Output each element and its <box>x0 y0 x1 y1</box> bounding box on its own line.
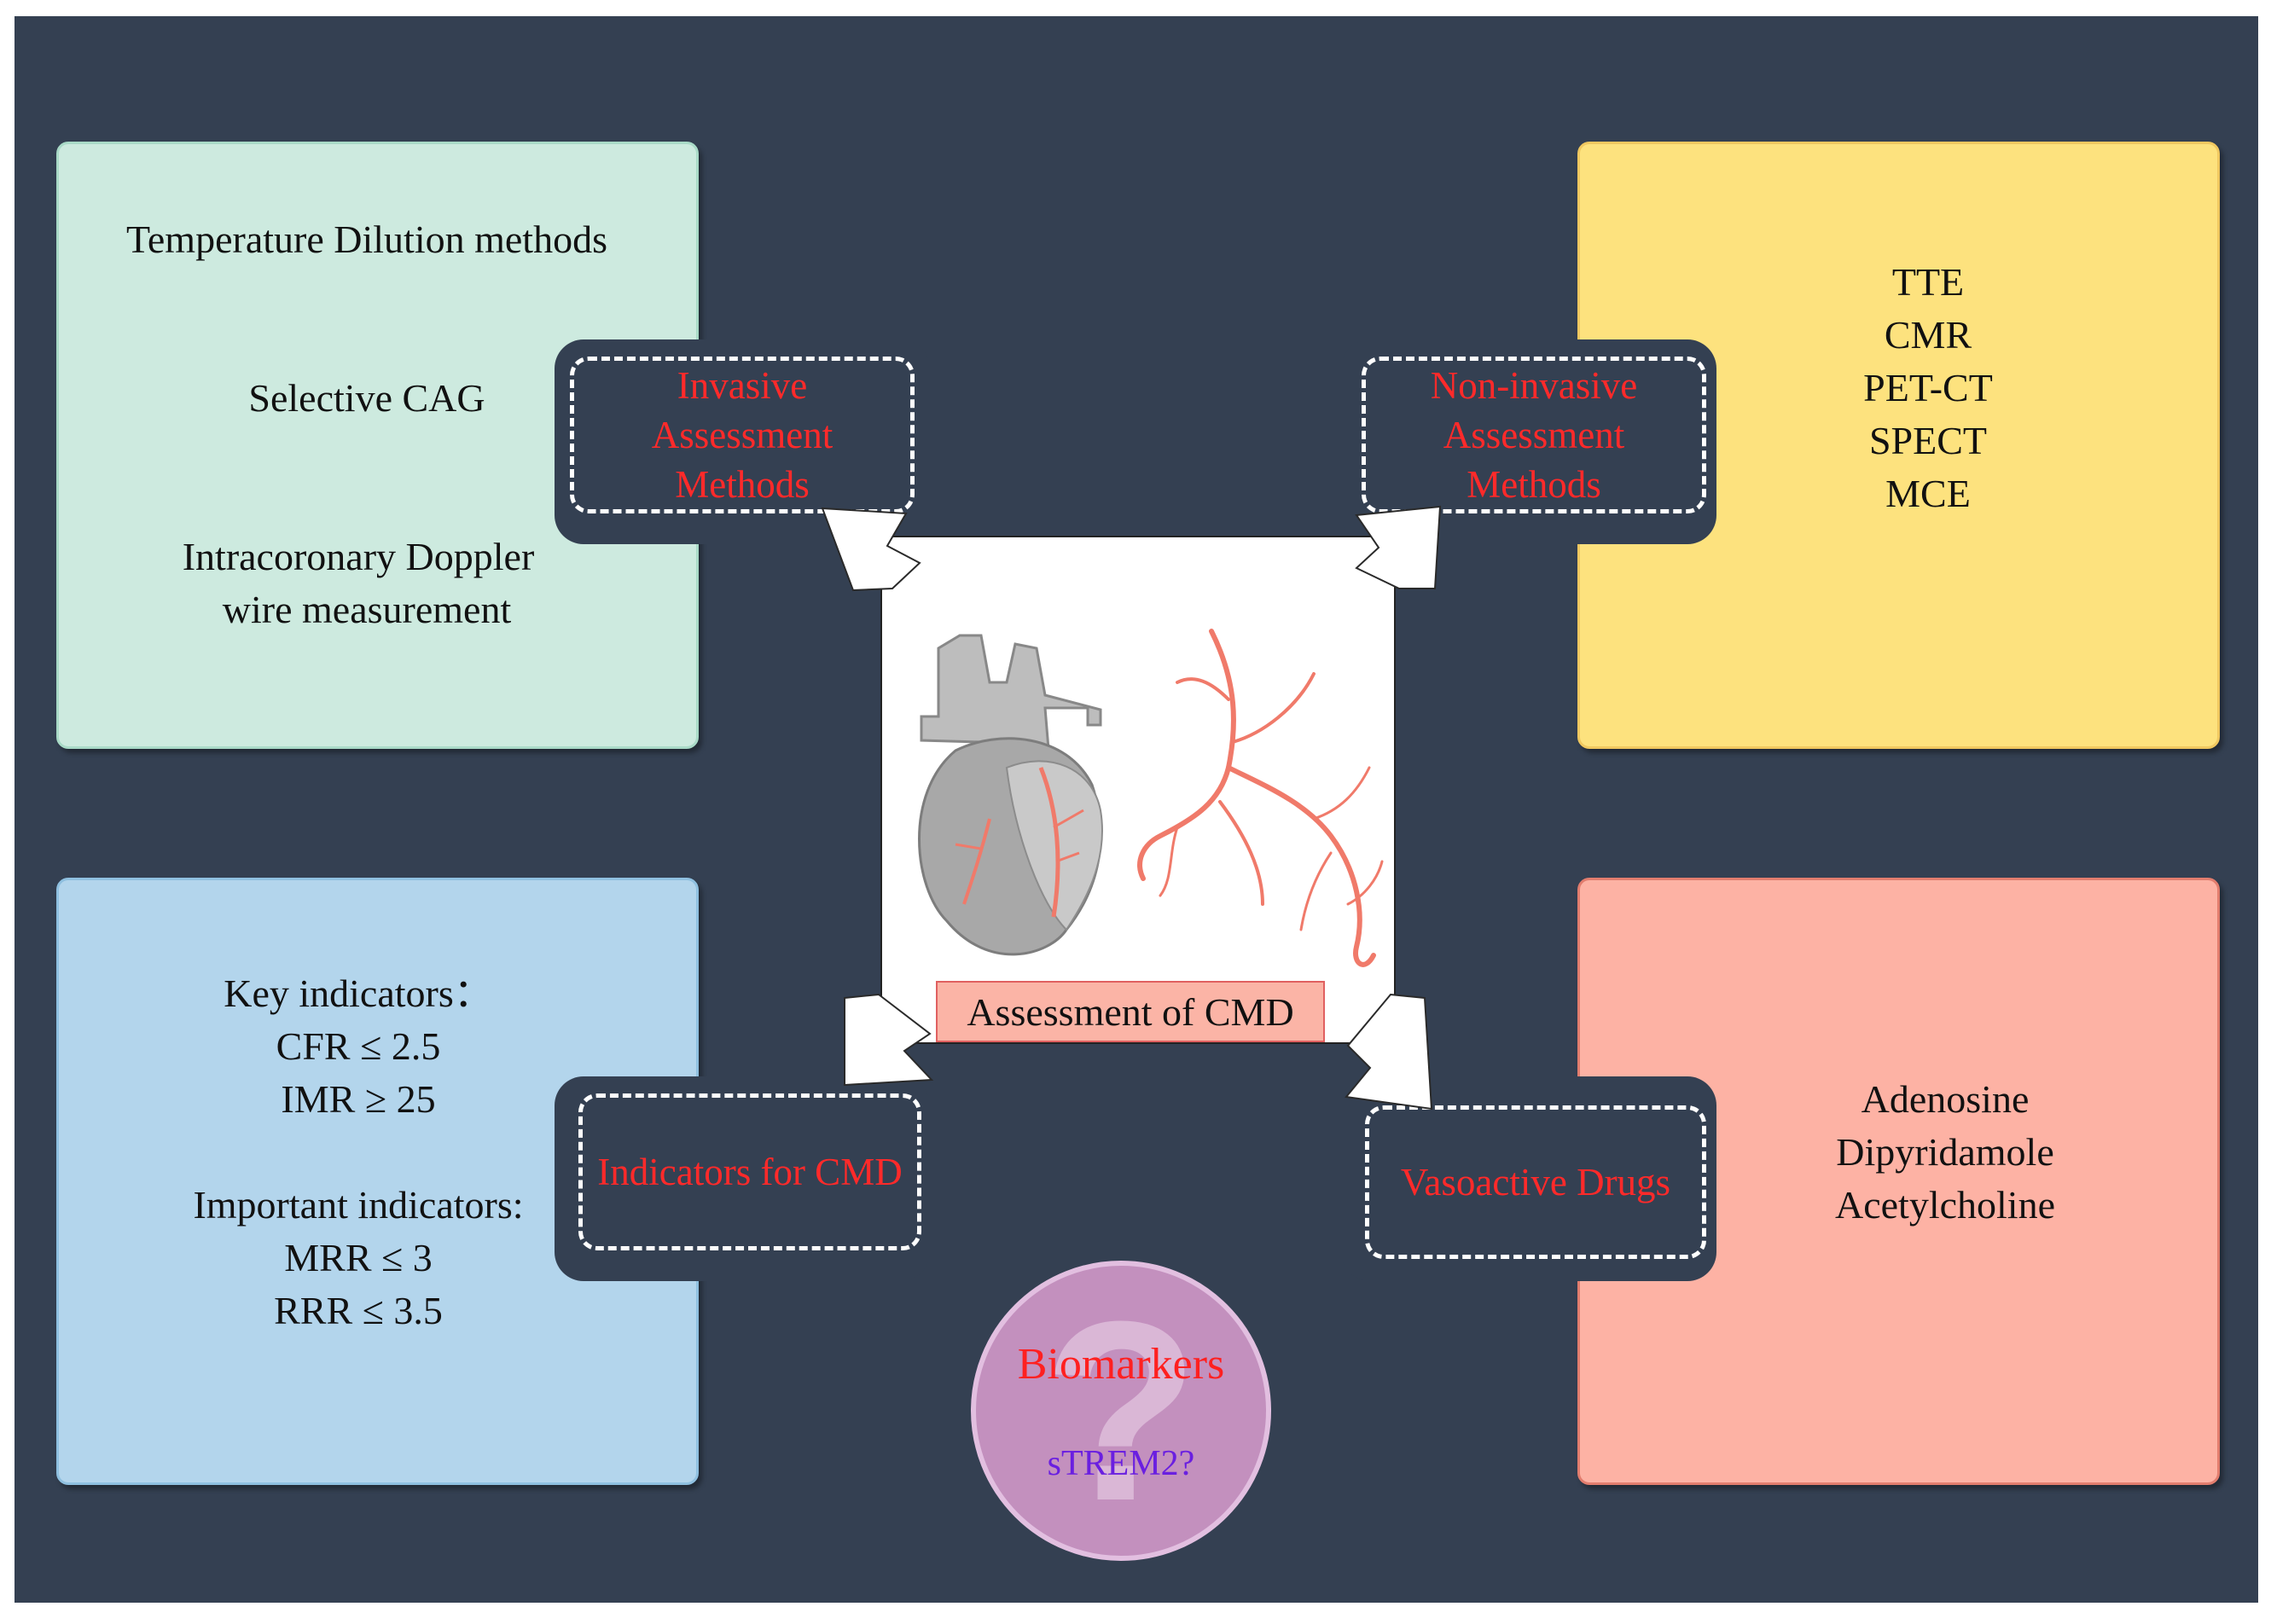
arrows <box>821 505 1442 1111</box>
invasive-item: Selective CAG <box>248 376 485 420</box>
heart-illustration <box>918 634 1103 956</box>
biomarkers-label: Biomarkers <box>1017 1340 1225 1389</box>
drugs-tab-label: Vasoactive Drugs <box>1365 1105 1706 1259</box>
invasive-item: Intracoronary Doppler <box>182 535 535 578</box>
center-title: Assessment of CMD <box>936 981 1325 1042</box>
important-indicator: MRR ≤ 3 <box>284 1236 433 1279</box>
arrow-to-noninvasive <box>1355 505 1442 589</box>
important-indicator: RRR ≤ 3.5 <box>274 1289 443 1332</box>
drug-item: Adenosine <box>1861 1077 2030 1121</box>
vessel-illustration <box>1137 629 1384 967</box>
drug-item: Acetylcholine <box>1834 1183 2055 1227</box>
noninvasive-item: CMR <box>1884 313 1972 357</box>
important-indicators-heading: Important indicators: <box>193 1183 524 1227</box>
noninvasive-item: MCE <box>1885 472 1971 515</box>
noninvasive-item: TTE <box>1891 260 1965 304</box>
arrow-to-indicators <box>844 993 934 1087</box>
key-indicator: CFR ≤ 2.5 <box>276 1024 441 1068</box>
question-mark-icon: ? <box>1043 1267 1199 1554</box>
key-indicators-heading: Key indicators： <box>224 972 493 1015</box>
arrow-to-drugs <box>1345 993 1433 1111</box>
arrow-to-invasive <box>821 507 921 592</box>
invasive-item: wire measurement <box>222 588 512 631</box>
noninvasive-item: SPECT <box>1868 419 1988 462</box>
noninvasive-item: PET-CT <box>1863 366 1993 409</box>
key-indicator: IMR ≥ 25 <box>281 1077 436 1121</box>
drugs-tab <box>1341 1076 1716 1281</box>
biomarkers-circle <box>971 1261 1271 1561</box>
drug-item: Dipyridamole <box>1836 1130 2054 1174</box>
biomarker-candidate: sTREM2? <box>1047 1444 1195 1483</box>
indicators-tab-label: Indicators for CMD <box>578 1093 921 1250</box>
invasive-item: Temperature Dilution methods <box>126 218 607 261</box>
